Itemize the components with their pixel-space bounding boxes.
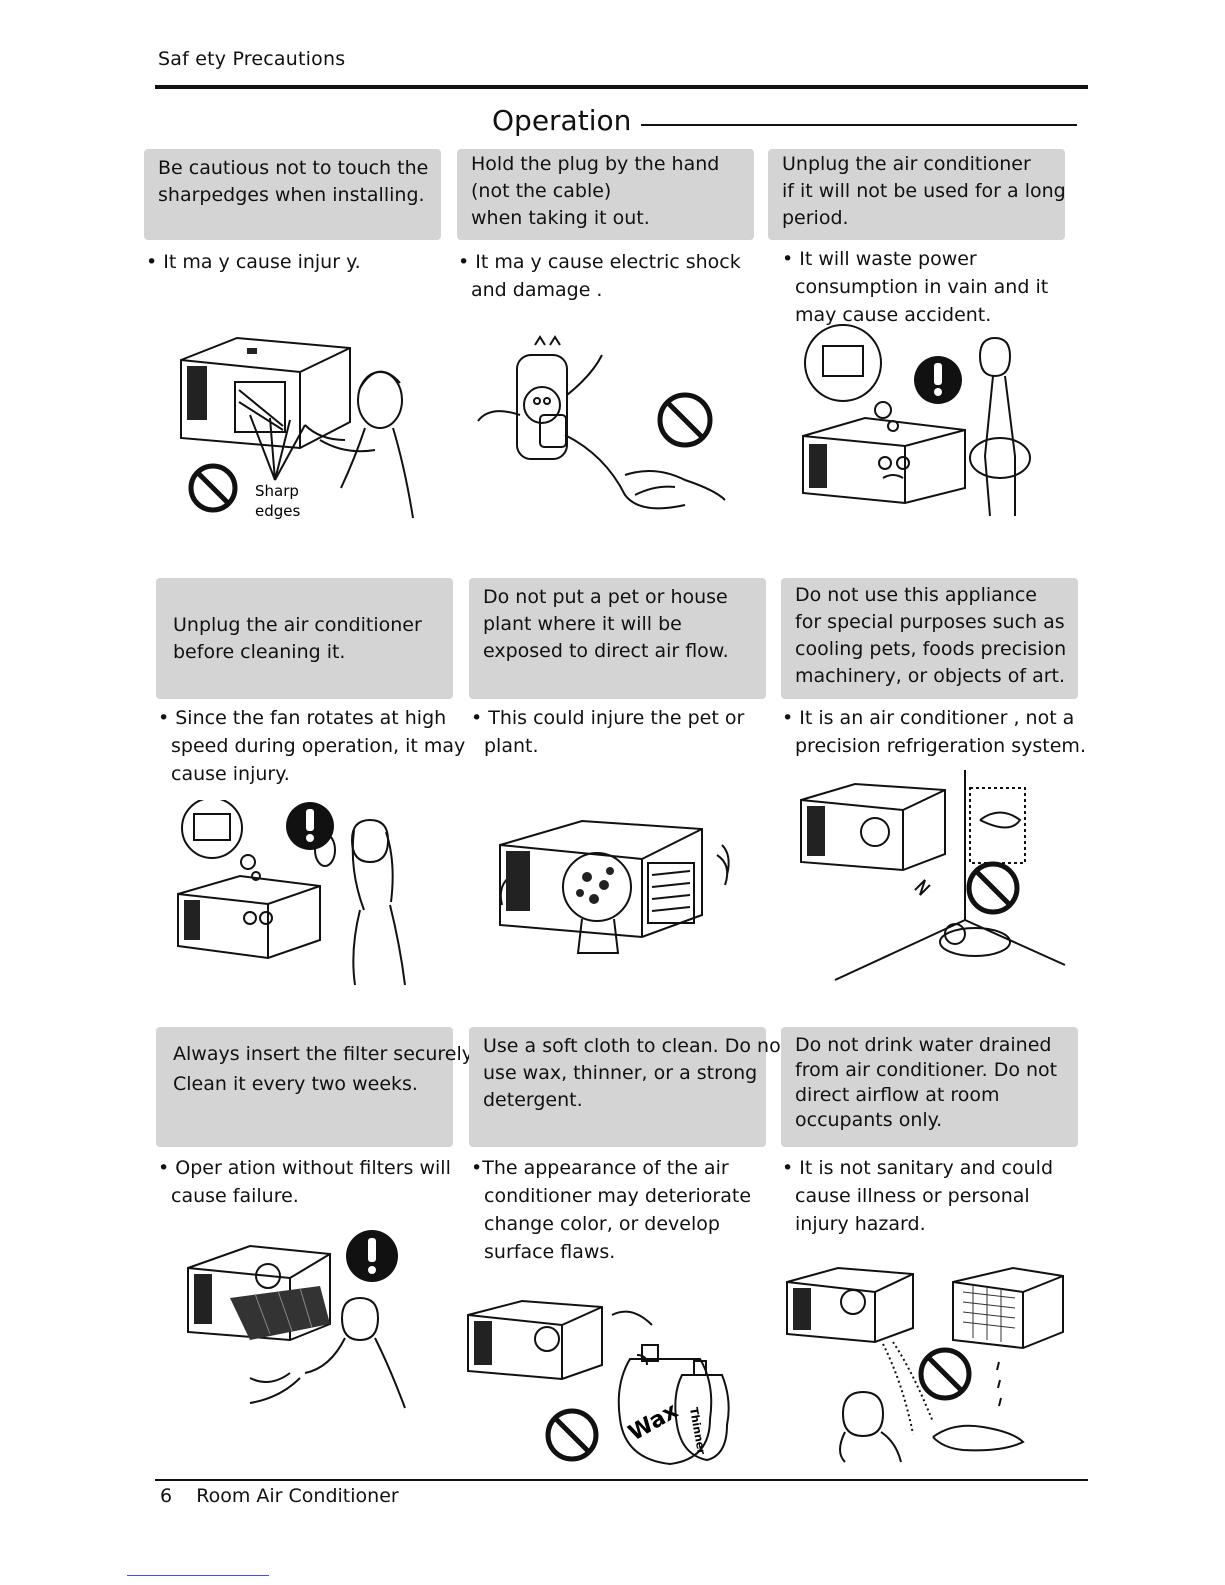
page-header: Saf ety Precautions: [158, 48, 346, 70]
caution-line: Always insert the filter securely.: [173, 1043, 477, 1065]
caution-box-2: Hold the plug by the hand (not the cable…: [457, 149, 754, 240]
caution-box-5: Do not put a pet or house plant where it…: [469, 578, 766, 699]
note-1: • It ma y cause injur y.: [146, 248, 361, 276]
note-line: and damage .: [471, 279, 603, 301]
note-line: • It ma y cause injur y.: [146, 251, 361, 273]
note-8: •The appearance of the air conditioner m…: [471, 1154, 751, 1266]
caution-line: period.: [782, 207, 849, 229]
note-7: • Oper ation without filters will cause …: [158, 1154, 451, 1210]
note-line: consumption in vain and it: [795, 276, 1049, 298]
note-line: may cause accident.: [795, 304, 992, 326]
plug-illustration: [477, 335, 726, 510]
caution-line: use wax, thinner, or a strong: [483, 1062, 758, 1084]
prohibition-icon: [188, 463, 238, 513]
caution-line: Clean it every two weeks.: [173, 1073, 418, 1095]
plant-illustration: [499, 819, 730, 954]
caution-line: Unplug the air conditioner: [173, 613, 422, 636]
note-line: cause failure.: [171, 1185, 299, 1207]
caution-line: cooling pets, foods precision: [795, 638, 1067, 660]
note-3: • It will waste power consumption in vai…: [782, 245, 1048, 329]
exclamation-icon: [286, 802, 334, 850]
header-rule: [155, 85, 1088, 89]
note-line: conditioner may deteriorate: [484, 1185, 752, 1207]
caution-line: Unplug the air conditioner: [782, 153, 1031, 175]
note-line: surface flaws.: [484, 1241, 616, 1263]
caution-line: if it will not be used for a long: [782, 180, 1066, 202]
thinner-label: Thinner: [687, 1406, 708, 1456]
caution-box-8: Use a soft cloth to clean. Do not use wa…: [469, 1027, 789, 1147]
caution-box-3: Unplug the air conditioner if it will no…: [768, 149, 1066, 240]
note-line: • Oper ation without filters will: [158, 1157, 451, 1179]
wax-thinner-illustration: Wax Thinner: [467, 1299, 730, 1466]
caution-box-6: Do not use this appliance for special pu…: [781, 578, 1078, 699]
caution-line: from air conditioner. Do not: [795, 1059, 1058, 1081]
sharp-edges-illustration: Sharp edges: [180, 336, 414, 520]
note-line: plant.: [484, 735, 539, 757]
caution-line: (not the cable): [471, 180, 612, 202]
edges-label: edges: [255, 502, 301, 520]
note-line: speed during operation, it may: [171, 735, 466, 757]
caution-box-7: Always insert the filter securely. Clean…: [156, 1027, 477, 1147]
exclamation-icon: [914, 356, 962, 404]
note-line: injury hazard.: [795, 1213, 926, 1235]
caution-line: Do not drink water drained: [795, 1034, 1052, 1056]
caution-box-9: Do not drink water drained from air cond…: [781, 1027, 1078, 1147]
note-line: cause injury.: [171, 763, 290, 785]
caution-box-1: Be cautious not to touch the sharpedges …: [144, 149, 441, 240]
section-title: Operation: [492, 104, 632, 137]
note-6: • It is an air conditioner , not a preci…: [782, 704, 1086, 760]
exclamation-icon: [346, 1230, 398, 1282]
filter-illustration: [187, 1230, 406, 1409]
caution-line: Hold the plug by the hand: [471, 153, 720, 175]
note-9: • It is not sanitary and could cause ill…: [782, 1154, 1053, 1238]
note-line: •The appearance of the air: [471, 1157, 729, 1179]
note-line: • It will waste power: [782, 248, 977, 270]
bottom-link-underline: [127, 1575, 269, 1576]
caution-line: for special purposes such as: [795, 611, 1065, 633]
prohibition-icon: [918, 1347, 972, 1401]
page-number: 6: [160, 1485, 173, 1507]
unplug-unused-illustration: [802, 324, 1031, 517]
page-footer: 6 Room Air Conditioner: [160, 1485, 399, 1507]
caution-line: occupants only.: [795, 1109, 943, 1131]
caution-line: sharpedges when installing.: [158, 184, 425, 206]
prohibition-icon: [545, 1408, 599, 1462]
caution-line: machinery, or objects of art.: [795, 665, 1066, 687]
caution-line: when taking it out.: [471, 207, 650, 229]
caution-line: Use a soft cloth to clean. Do not: [483, 1035, 789, 1057]
caution-line: direct airflow at room: [795, 1084, 1000, 1106]
note-line: cause illness or personal: [795, 1185, 1030, 1207]
footer-title: Room Air Conditioner: [196, 1485, 399, 1507]
wax-label: Wax: [625, 1398, 683, 1446]
prohibition-icon: [657, 392, 713, 448]
caution-line: plant where it will be: [483, 613, 682, 635]
caution-line: Be cautious not to touch the: [158, 157, 429, 179]
caution-box-4: Unplug the air conditioner before cleani…: [156, 578, 453, 699]
caution-line: before cleaning it.: [173, 640, 346, 663]
note-5: • This could injure the pet or plant.: [471, 704, 744, 760]
note-line: • It is not sanitary and could: [782, 1157, 1054, 1179]
note-line: change color, or develop: [484, 1213, 720, 1235]
note-4: • Since the fan rotates at high speed du…: [158, 704, 465, 788]
caution-line: Do not put a pet or house: [483, 586, 728, 608]
note-2: • It ma y cause electric shock and damag…: [458, 248, 741, 304]
caution-line: detergent.: [483, 1089, 583, 1111]
note-line: • This could injure the pet or: [471, 707, 745, 729]
pet-art-illustration: [800, 770, 1066, 981]
note-line: • It ma y cause electric shock: [458, 251, 741, 273]
note-line: • It is an air conditioner , not a: [782, 707, 1075, 729]
unplug-cleaning-illustration: [177, 800, 406, 986]
footer-rule: [155, 1479, 1088, 1481]
drain-water-illustration: [786, 1266, 1064, 1463]
note-line: • Since the fan rotates at high: [158, 707, 447, 729]
section-rule: [641, 124, 1077, 126]
sharp-label: Sharp: [255, 482, 299, 500]
caution-line: Do not use this appliance: [795, 584, 1037, 606]
caution-line: exposed to direct air flow.: [483, 640, 729, 662]
prohibition-icon: [966, 861, 1020, 915]
note-line: precision refrigeration system.: [795, 735, 1086, 757]
